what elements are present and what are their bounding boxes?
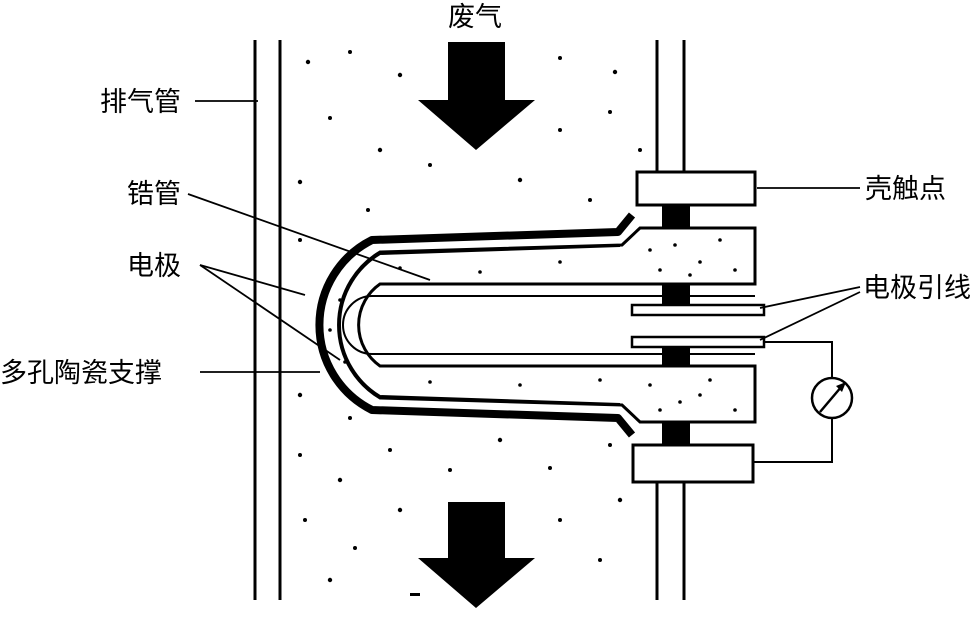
exhaust-flow-arrow-bottom (418, 502, 535, 608)
shell-contact-top (635, 170, 757, 207)
exhaust-flow-arrow-top (418, 42, 535, 150)
zirconia-tube (315, 212, 757, 438)
label-electrode: 电极 (127, 251, 181, 282)
label-shell-contact: 壳触点 (865, 174, 946, 205)
label-zirconia-tube: 锆管 (127, 179, 181, 210)
porous-ceramic-dots (328, 238, 737, 412)
exhaust-pipe-right-wall (655, 40, 686, 600)
label-porous-ceramic-support: 多孔陶瓷支撑 (0, 358, 162, 389)
label-electrode-lead: 电极引线 (863, 273, 971, 304)
label-exhaust: 废气 (448, 2, 502, 33)
leader-lines (187, 100, 861, 373)
galvanometer-icon (810, 376, 854, 420)
shell-contact-bottom (631, 443, 755, 484)
electrode-lead-upper (630, 303, 766, 317)
exhaust-pipe-left-wall (253, 40, 282, 600)
electrode-lead-lower (630, 335, 766, 349)
meter-circuit (753, 341, 833, 463)
seal-blocks (662, 205, 690, 445)
label-exhaust-pipe: 排气管 (100, 87, 181, 118)
